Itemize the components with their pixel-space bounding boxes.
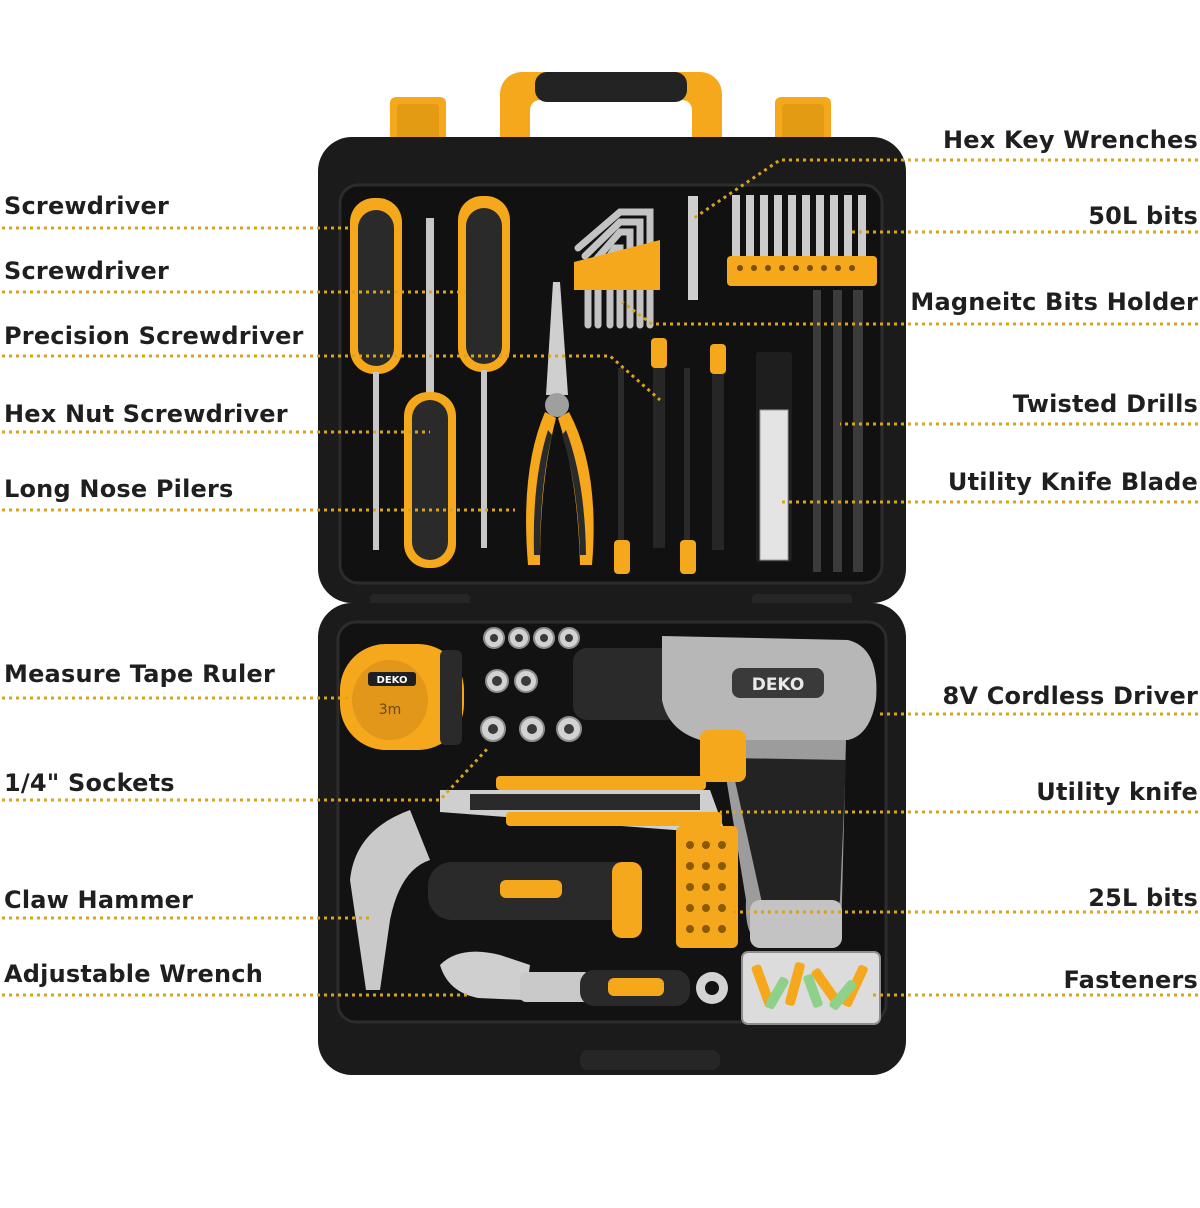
label-screwdriver-1: Screwdriver bbox=[4, 192, 169, 220]
fasteners-box bbox=[741, 951, 881, 1025]
label-precision-screwdriver: Precision Screwdriver bbox=[4, 322, 304, 350]
magnetic-bits-holder bbox=[727, 256, 877, 286]
magnetic-bit-extension bbox=[688, 196, 698, 300]
label-cordless-driver: 8V Cordless Driver bbox=[942, 682, 1198, 710]
label-screwdriver-2: Screwdriver bbox=[4, 257, 169, 285]
hex-key-holder bbox=[574, 240, 660, 290]
utility-knife-blades bbox=[756, 352, 792, 562]
label-hex-nut-screwdriver: Hex Nut Screwdriver bbox=[4, 400, 288, 428]
right-leader-lines bbox=[621, 158, 1198, 997]
screwdriver-1 bbox=[350, 198, 402, 550]
utility-knife bbox=[440, 776, 726, 834]
label-utility-knife-blade: Utility Knife Blade bbox=[947, 468, 1198, 496]
label-25l-bits: 25L bits bbox=[1088, 884, 1198, 912]
label-fasteners: Fasteners bbox=[1063, 966, 1198, 994]
driver-brand-text: DEKO bbox=[752, 675, 805, 695]
25l-bits bbox=[676, 826, 738, 948]
precision-screwdrivers bbox=[614, 338, 726, 574]
label-magnetic-bits-holder: Magneitc Bits Holder bbox=[910, 288, 1198, 316]
left-leader-lines bbox=[2, 226, 661, 997]
twisted-drills bbox=[813, 290, 863, 572]
label-long-nose-pliers: Long Nose Pilers bbox=[4, 475, 234, 503]
hex-nut-screwdriver bbox=[404, 218, 456, 568]
adjustable-wrench bbox=[440, 951, 728, 1006]
label-utility-knife: Utility knife bbox=[1036, 778, 1198, 806]
label-50l-bits: 50L bits bbox=[1088, 202, 1198, 230]
measure-tape: DEKO 3m bbox=[340, 644, 464, 750]
long-nose-pliers bbox=[526, 282, 594, 565]
label-claw-hammer: Claw Hammer bbox=[4, 886, 194, 914]
label-adjustable-wrench: Adjustable Wrench bbox=[4, 960, 264, 988]
tape-length-text: 3m bbox=[379, 702, 402, 718]
label-hex-key-wrenches: Hex Key Wrenches bbox=[943, 126, 1198, 154]
50l-bits bbox=[732, 195, 866, 257]
tape-brand-text: DEKO bbox=[377, 675, 408, 686]
label-twisted-drills: Twisted Drills bbox=[1012, 390, 1198, 418]
claw-hammer bbox=[350, 810, 642, 990]
label-measure-tape-ruler: Measure Tape Ruler bbox=[4, 660, 275, 688]
screwdriver-2 bbox=[458, 196, 510, 548]
label-sockets: 1/4" Sockets bbox=[4, 769, 175, 797]
cordless-driver: DEKO bbox=[573, 636, 877, 948]
